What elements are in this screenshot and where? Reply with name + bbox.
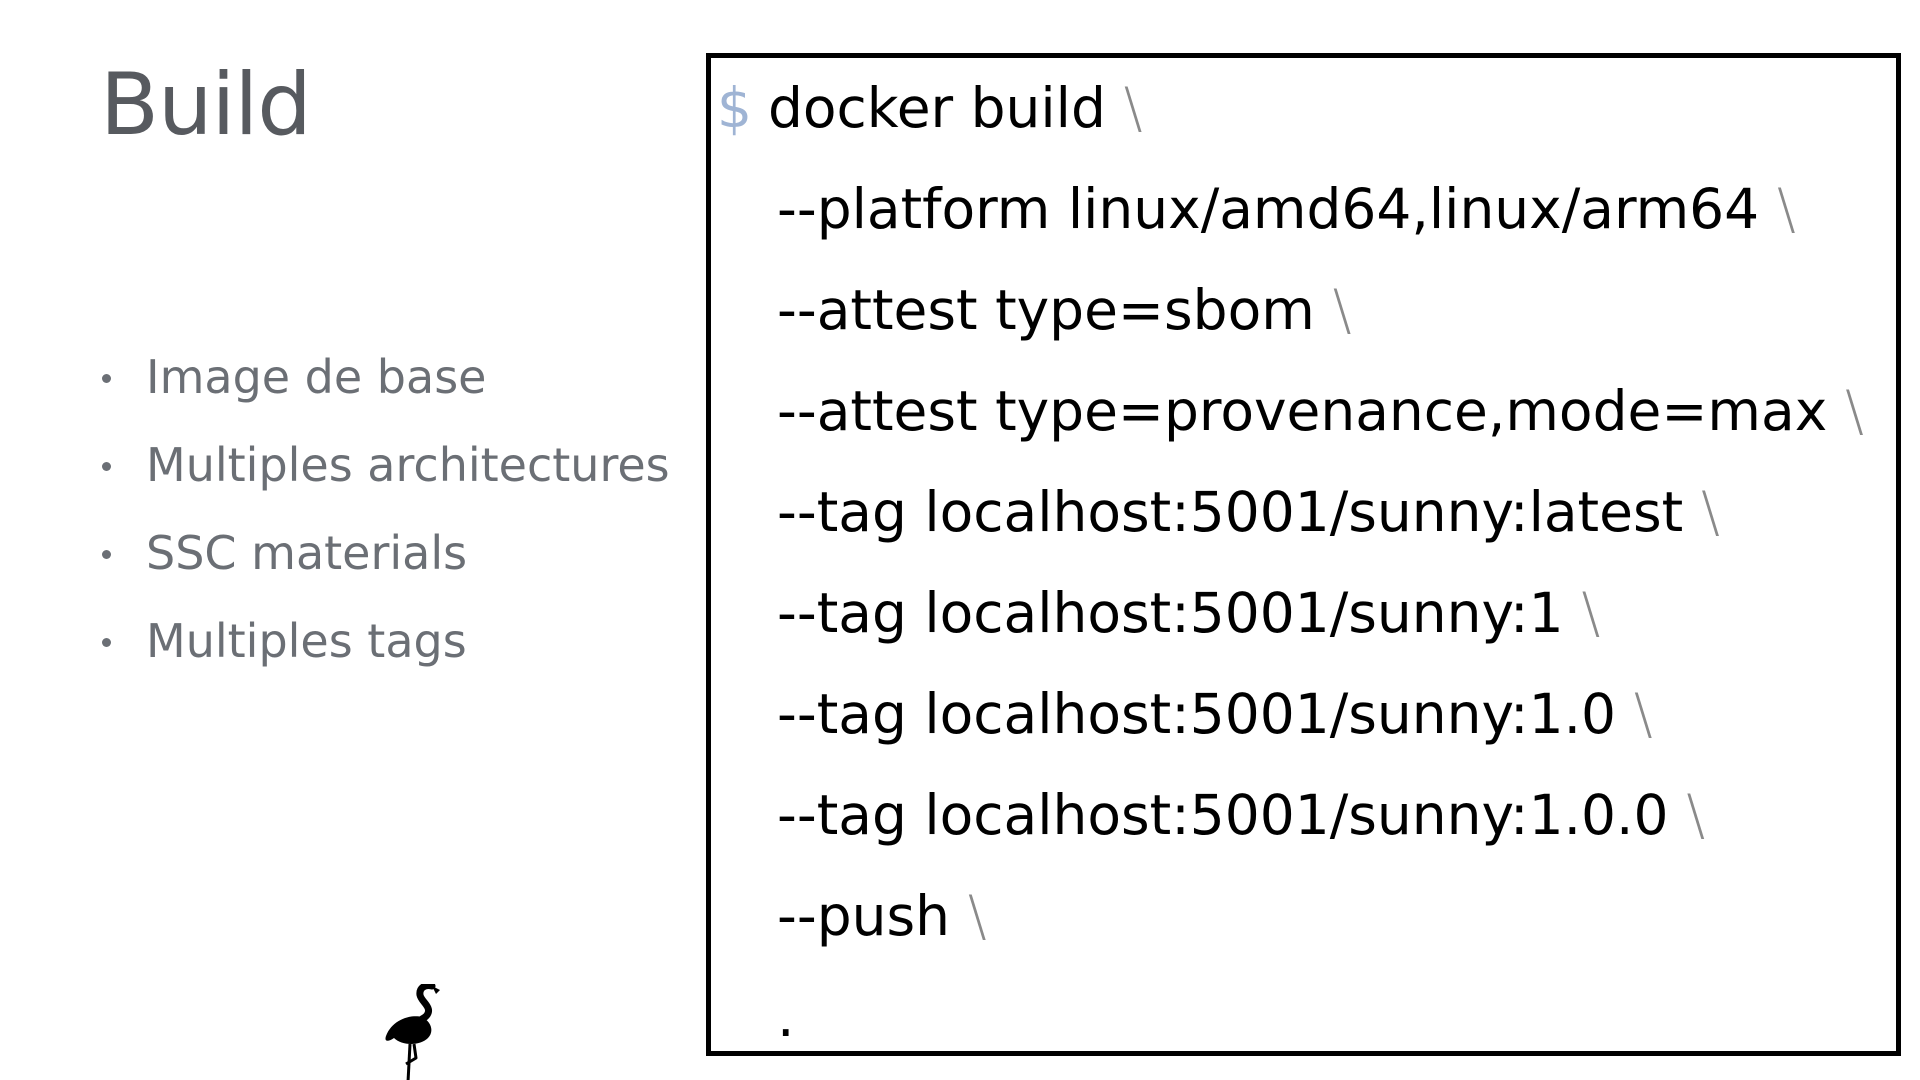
bullet-item: Multiples architectures bbox=[100, 433, 670, 521]
line-continuation: \ bbox=[1634, 682, 1653, 746]
bullet-dot-icon bbox=[102, 638, 111, 647]
line-continuation: \ bbox=[1123, 76, 1143, 140]
code-line: --tag localhost:5001/sunny:latest \ bbox=[777, 462, 1720, 562]
bullet-label: Multiples architectures bbox=[146, 438, 670, 492]
code-text: --push bbox=[777, 884, 950, 948]
code-text: --tag localhost:5001/sunny:latest bbox=[777, 480, 1684, 544]
shell-prompt: $ bbox=[717, 76, 752, 140]
code-line: --platform linux/amd64,linux/arm64 \ bbox=[777, 159, 1796, 259]
code-text: --attest type=sbom bbox=[777, 278, 1315, 342]
code-block: $docker build \ --platform linux/amd64,li… bbox=[706, 53, 1901, 1056]
bullet-dot-icon bbox=[102, 462, 111, 471]
code-text: --attest type=provenance,mode=max bbox=[777, 379, 1828, 443]
bullet-item: Image de base bbox=[100, 345, 670, 433]
bullet-list: Image de base Multiples architectures SS… bbox=[100, 345, 670, 697]
code-line: --tag localhost:5001/sunny:1 \ bbox=[777, 563, 1600, 663]
bullet-item: Multiples tags bbox=[100, 609, 670, 697]
line-continuation: \ bbox=[1332, 278, 1352, 342]
line-continuation: \ bbox=[1845, 379, 1864, 443]
bullet-dot-icon bbox=[102, 550, 111, 559]
code-line: . bbox=[777, 967, 795, 1051]
line-continuation: \ bbox=[1686, 783, 1706, 847]
line-continuation: \ bbox=[967, 884, 987, 948]
bullet-dot-icon bbox=[102, 374, 111, 383]
code-text: --tag localhost:5001/sunny:1.0 bbox=[777, 682, 1617, 746]
code-line: --tag localhost:5001/sunny:1.0 \ bbox=[777, 664, 1653, 764]
flamingo-icon bbox=[385, 984, 440, 1080]
code-text: --tag localhost:5001/sunny:1 bbox=[777, 581, 1564, 645]
line-continuation: \ bbox=[1777, 177, 1796, 241]
bullet-label: Multiples tags bbox=[146, 614, 467, 668]
line-continuation: \ bbox=[1581, 581, 1601, 645]
code-text: --tag localhost:5001/sunny:1.0.0 bbox=[777, 783, 1669, 847]
bullet-label: Image de base bbox=[146, 350, 487, 404]
bullet-label: SSC materials bbox=[146, 526, 468, 580]
code-line: --attest type=sbom \ bbox=[777, 260, 1351, 360]
code-line: --tag localhost:5001/sunny:1.0.0 \ bbox=[777, 765, 1705, 865]
code-line: --attest type=provenance,mode=max \ bbox=[777, 361, 1864, 461]
line-continuation: \ bbox=[1701, 480, 1720, 544]
code-line: --push \ bbox=[777, 866, 987, 966]
bullet-item: SSC materials bbox=[100, 521, 670, 609]
code-text: docker build bbox=[768, 76, 1106, 140]
code-text: --platform linux/amd64,linux/arm64 bbox=[777, 177, 1760, 241]
slide-title: Build bbox=[100, 55, 312, 155]
code-line: $docker build \ bbox=[717, 58, 1142, 158]
code-text: . bbox=[777, 985, 795, 1049]
